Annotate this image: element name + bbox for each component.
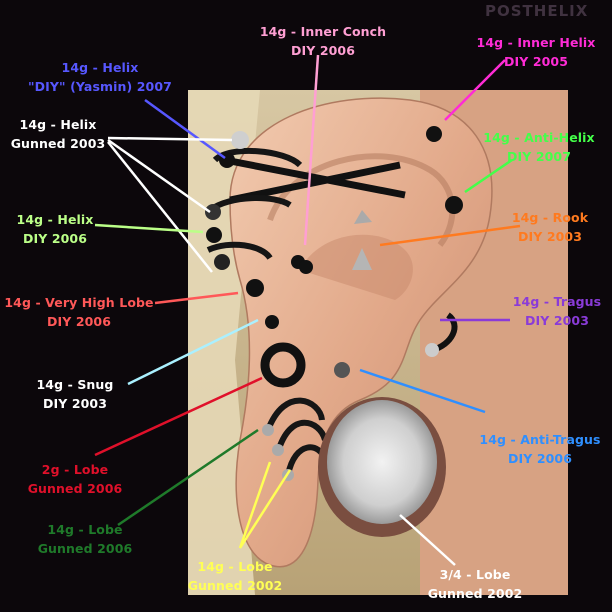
bead — [426, 126, 442, 142]
bead — [231, 131, 249, 149]
arrow-snug — [127, 318, 259, 386]
arrow-helix-yasmin — [144, 98, 226, 160]
snug-ring — [260, 342, 306, 388]
bead — [299, 260, 313, 274]
arrow-lobe-yellow — [238, 469, 292, 549]
arrow-anti-helix — [464, 158, 513, 194]
helix-ring — [206, 241, 273, 260]
arrow-helix-diy — [94, 223, 204, 234]
label-inner-helix: 14g - Inner Helix DIY 2005 — [476, 35, 596, 69]
arrow-helix-gunned — [107, 141, 213, 273]
bead — [246, 279, 264, 297]
bead — [425, 343, 439, 357]
bead — [206, 227, 222, 243]
arrow-rook — [379, 224, 521, 247]
label-helix-yasmin: 14g - Helix "DIY" (Yasmin) 2007 — [28, 60, 172, 94]
label-snug: 14g - Snug DIY 2003 — [36, 377, 114, 411]
arrow-inner-conch — [303, 54, 320, 246]
industrial-bar — [224, 156, 406, 199]
arrow-inner-helix — [444, 59, 506, 121]
bead — [334, 362, 350, 378]
arrow-anti-tragus — [359, 368, 486, 414]
lobe-ring — [265, 397, 325, 432]
ear-outline — [229, 97, 493, 568]
bead — [214, 254, 230, 270]
bead — [272, 444, 284, 456]
label-helix-diy: 14g - Helix DIY 2006 — [16, 212, 94, 246]
label-very-high-lobe: 14g - Very High Lobe DIY 2006 — [4, 295, 154, 329]
arrow-lobe-yellow — [238, 461, 272, 549]
spike — [352, 248, 372, 270]
arrow-helix-gunned — [107, 136, 233, 142]
bead — [262, 424, 274, 436]
plug — [327, 400, 437, 524]
label-lobe-green: 14g - Lobe Gunned 2006 — [37, 522, 133, 556]
arrow-lobe-34 — [399, 514, 456, 566]
arrow-lobe-green — [117, 428, 259, 527]
label-lobe-2g: 2g - Lobe Gunned 2006 — [27, 462, 123, 496]
label-tragus: 14g - Tragus DIY 2003 — [512, 294, 602, 328]
bead — [265, 315, 279, 329]
label-lobe-34: 3/4 - Lobe Gunned 2002 — [427, 567, 523, 601]
label-rook: 14g - Rook DIY 2003 — [511, 210, 589, 244]
spike — [354, 210, 372, 224]
watermark: POSTHELIX — [485, 2, 589, 20]
lobe-ring — [275, 419, 328, 453]
arrow-very-high-lobe — [154, 291, 239, 305]
industrial-bar-2 — [229, 161, 401, 204]
arrow-2g-lobe — [94, 376, 263, 457]
label-inner-conch: 14g - Inner Conch DIY 2006 — [259, 24, 387, 58]
label-anti-helix: 14g - Anti-Helix DIY 2007 — [483, 130, 595, 164]
label-anti-tragus: 14g - Anti-Tragus DIY 2006 — [479, 432, 601, 466]
arrow-helix-gunned — [107, 138, 211, 214]
bead — [205, 204, 221, 220]
bead — [445, 196, 463, 214]
label-helix-gunned: 14g - Helix Gunned 2003 — [10, 117, 106, 151]
label-lobe-yellow: 14g - Lobe Gunned 2002 — [187, 559, 283, 593]
